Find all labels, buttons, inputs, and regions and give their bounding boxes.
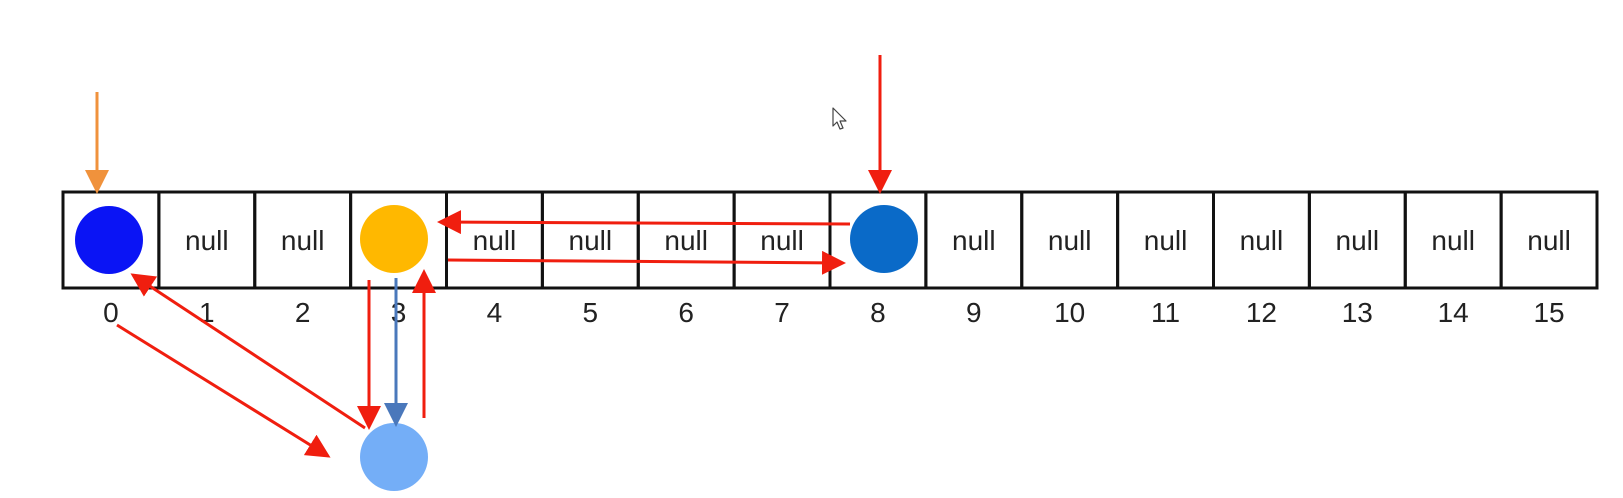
index-label: 8 [870,297,886,328]
index-label: 10 [1054,297,1085,328]
cell-null-text: null [1527,225,1571,256]
cell-null-text: null [473,225,517,256]
node-yellow [360,205,428,273]
cell-null-text: null [1240,225,1284,256]
cell-null-text: null [952,225,996,256]
cell-null-text: null [1336,225,1380,256]
cell-null-text: null [281,225,325,256]
index-label: 6 [678,297,694,328]
index-label: 7 [774,297,790,328]
mouse-pointer-icon [832,107,847,130]
red-arrow-3-to-8 [447,250,846,275]
index-label: 2 [295,297,311,328]
cell-null-text: null [185,225,229,256]
node-lightblue [360,423,428,491]
cell-null-text: null [1048,225,1092,256]
cell-null-text: null [569,225,613,256]
cell-null-text: null [1431,225,1475,256]
index-label: 13 [1342,297,1373,328]
cell-null-text: null [664,225,708,256]
red-arrow-0-to-lightblue [116,323,331,458]
node-darkblue [850,205,918,273]
cell-null-text: null [1144,225,1188,256]
index-label: 5 [583,297,599,328]
index-label: 15 [1533,297,1564,328]
index-label: 11 [1151,297,1180,328]
array-cells: null null null null null null null null null null… [61,190,1599,290]
index-label: 12 [1246,297,1277,328]
index-label: 14 [1438,297,1469,328]
red-arrow-8-to-3 [437,210,851,235]
index-label: 0 [103,297,119,328]
index-label: 9 [966,297,982,328]
index-label: 4 [487,297,503,328]
index-label: 3 [391,297,407,328]
cell-null-text: null [760,225,804,256]
node-blue [75,206,143,274]
red-arrow-to-node-0 [130,273,366,430]
array-cell [1499,190,1599,290]
